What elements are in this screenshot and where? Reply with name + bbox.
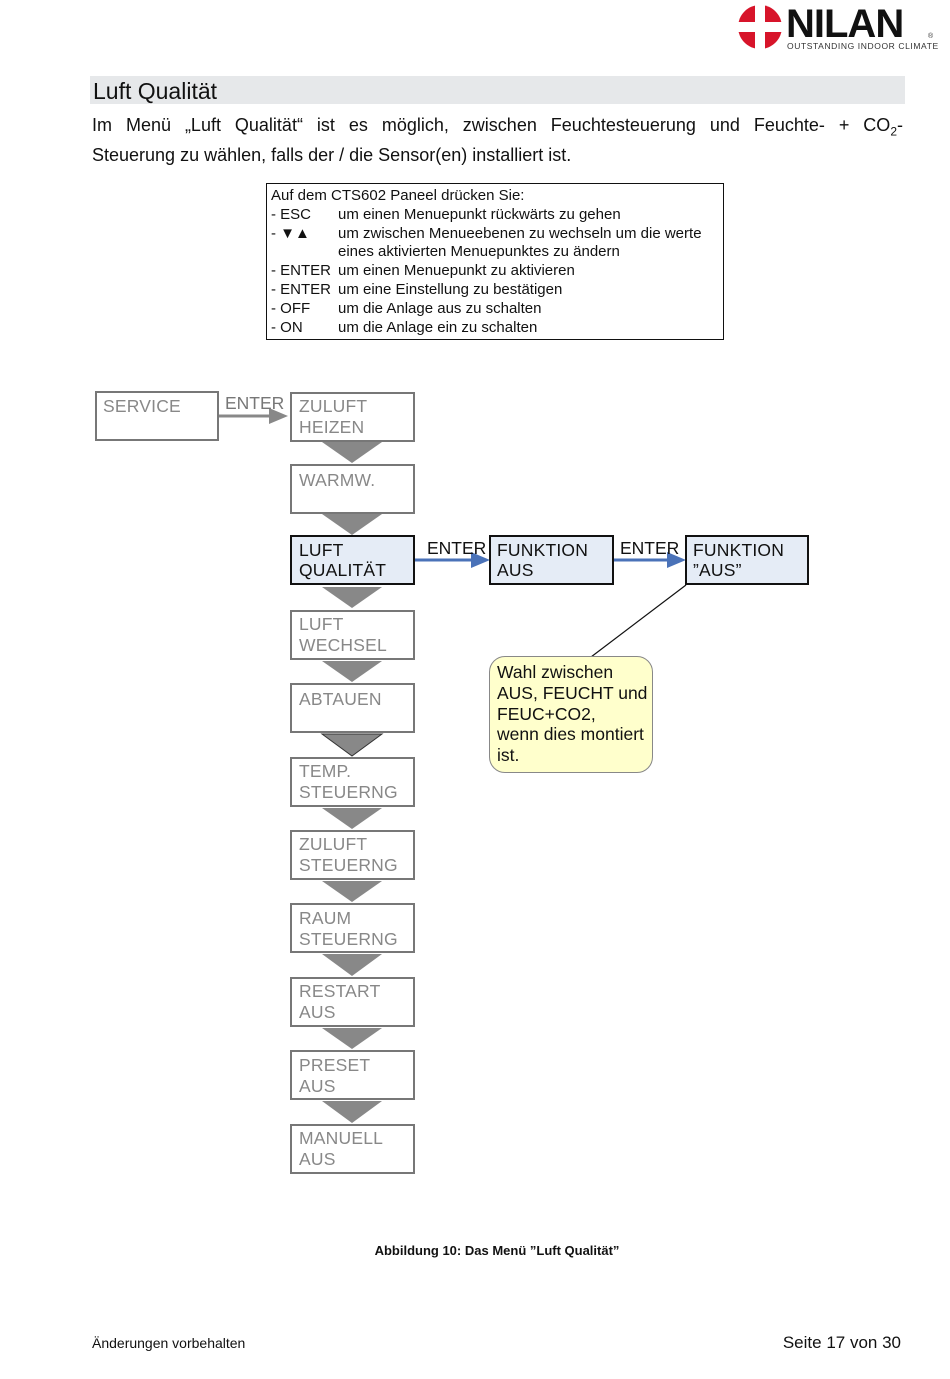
menu-box <box>290 392 415 442</box>
chevron-down-icon <box>322 661 382 682</box>
menu-box <box>290 903 415 953</box>
arrowhead-funktion-to-funktion <box>667 552 686 568</box>
chevron-down-icon <box>322 881 382 902</box>
chevron-down-icon <box>322 514 382 535</box>
instruction-key: - ON <box>271 319 303 336</box>
callout-connector-line <box>590 584 687 658</box>
logo-registered-mark: ® <box>928 33 934 40</box>
intro-paragraph: Im Menü „Luft Qualität“ ist es möglich, … <box>92 114 903 167</box>
menu-label: FUNKTION <box>693 540 785 560</box>
menu-label: FUNKTION <box>497 540 589 560</box>
enter-label: ENTER <box>427 538 487 558</box>
menu-label: ABTAUEN <box>299 689 382 709</box>
menu-label: RAUM <box>299 908 352 928</box>
menu-box-service <box>95 391 219 441</box>
instruction-key: - ENTER <box>271 262 331 279</box>
instruction-desc: eines aktivierten Menuepunktes zu ändern <box>338 243 620 260</box>
intro-line-1: Im Menü „Luft Qualität“ ist es möglich, … <box>92 115 903 139</box>
menu-box <box>290 1050 415 1100</box>
menu-box <box>290 977 415 1027</box>
menu-label: STEUERNG <box>299 929 398 949</box>
menu-label: HEIZEN <box>299 417 365 437</box>
figure-caption: Abbildung 10: Das Menü ”Luft Qualität” <box>374 1243 620 1258</box>
chevron-down-icon <box>322 954 382 976</box>
menu-box-luft-qualitaet <box>290 535 415 585</box>
chevron-down-icon <box>320 733 384 757</box>
instruction-desc: um eine Einstellung zu bestätigen <box>338 281 563 298</box>
menu-label-service: SERVICE <box>103 396 181 416</box>
menu-box <box>290 683 415 733</box>
enter-label: ENTER <box>225 393 285 413</box>
menu-box <box>290 464 415 514</box>
logo-tagline: OUTSTANDING INDOOR CLIMATE <box>787 41 939 51</box>
instruction-key: - ENTER <box>271 281 331 298</box>
instruction-desc: um zwischen Menueebenen zu wechseln um d… <box>338 225 702 242</box>
chevron-down-icon <box>322 1101 382 1123</box>
menu-label: AUS <box>299 1149 336 1169</box>
menu-label: MANUELL <box>299 1128 384 1148</box>
chevron-down-icon <box>322 587 382 608</box>
menu-label: TEMP. <box>299 761 352 781</box>
page-title: Luft Qualität <box>93 78 218 104</box>
menu-label: LUFT <box>299 540 344 560</box>
chevron-down-icon <box>322 808 382 829</box>
instruction-desc: um die Anlage aus zu schalten <box>338 300 542 317</box>
menu-label: AUS <box>497 560 534 580</box>
menu-label: STEUERNG <box>299 855 398 875</box>
menu-label: AUS <box>299 1076 336 1096</box>
footer-note: Änderungen vorbehalten <box>92 1335 246 1351</box>
page-number: Seite 17 von 30 <box>782 1333 901 1352</box>
logo-wordmark: NILAN <box>786 2 904 46</box>
menu-box <box>290 757 415 807</box>
menu-label: WARMW. <box>299 470 376 490</box>
chevron-down-icon <box>322 442 382 463</box>
callout-note-text: Wahl zwischen AUS, FEUCHT und FEUC+CO2, … <box>497 662 648 766</box>
heading-bar <box>90 76 905 104</box>
menu-label: ”AUS” <box>693 560 742 580</box>
menu-label: WECHSEL <box>299 635 387 655</box>
menu-label: RESTART <box>299 981 381 1001</box>
menu-label: ZULUFT <box>299 396 368 416</box>
instruction-key: - ESC <box>271 206 312 223</box>
menu-label: ZULUFT <box>299 834 368 854</box>
instruction-box <box>266 183 724 340</box>
menu-box <box>290 830 415 880</box>
menu-box-funktion-aus-selected <box>685 535 809 585</box>
instruction-title: Auf dem CTS602 Paneel drücken Sie: <box>271 187 525 204</box>
instruction-desc: um einen Menuepunkt rückwärts zu gehen <box>338 206 621 223</box>
menu-box-funktion-aus <box>489 535 614 585</box>
enter-label: ENTER <box>620 538 680 558</box>
menu-label: LUFT <box>299 614 344 634</box>
nilan-flag-logo-icon <box>738 5 782 49</box>
menu-box <box>290 1124 415 1174</box>
callout-note <box>489 656 653 773</box>
instruction-desc: um die Anlage ein zu schalten <box>338 319 538 336</box>
arrowhead-service-to-zuluft <box>269 408 288 424</box>
menu-label: QUALITÄT <box>299 560 387 580</box>
menu-box <box>290 610 415 660</box>
menu-label: PRESET <box>299 1055 371 1075</box>
instruction-key: - ▼▲ <box>271 225 310 242</box>
arrowhead-luft-to-funktion <box>471 552 490 568</box>
instruction-desc: um einen Menuepunkt zu aktivieren <box>338 262 575 279</box>
intro-line-2: Steuerung zu wählen, falls der / die Sen… <box>92 144 572 165</box>
menu-label: AUS <box>299 1002 336 1022</box>
menu-label: STEUERNG <box>299 782 398 802</box>
instruction-key: - OFF <box>271 300 311 317</box>
chevron-down-icon <box>322 1028 382 1049</box>
